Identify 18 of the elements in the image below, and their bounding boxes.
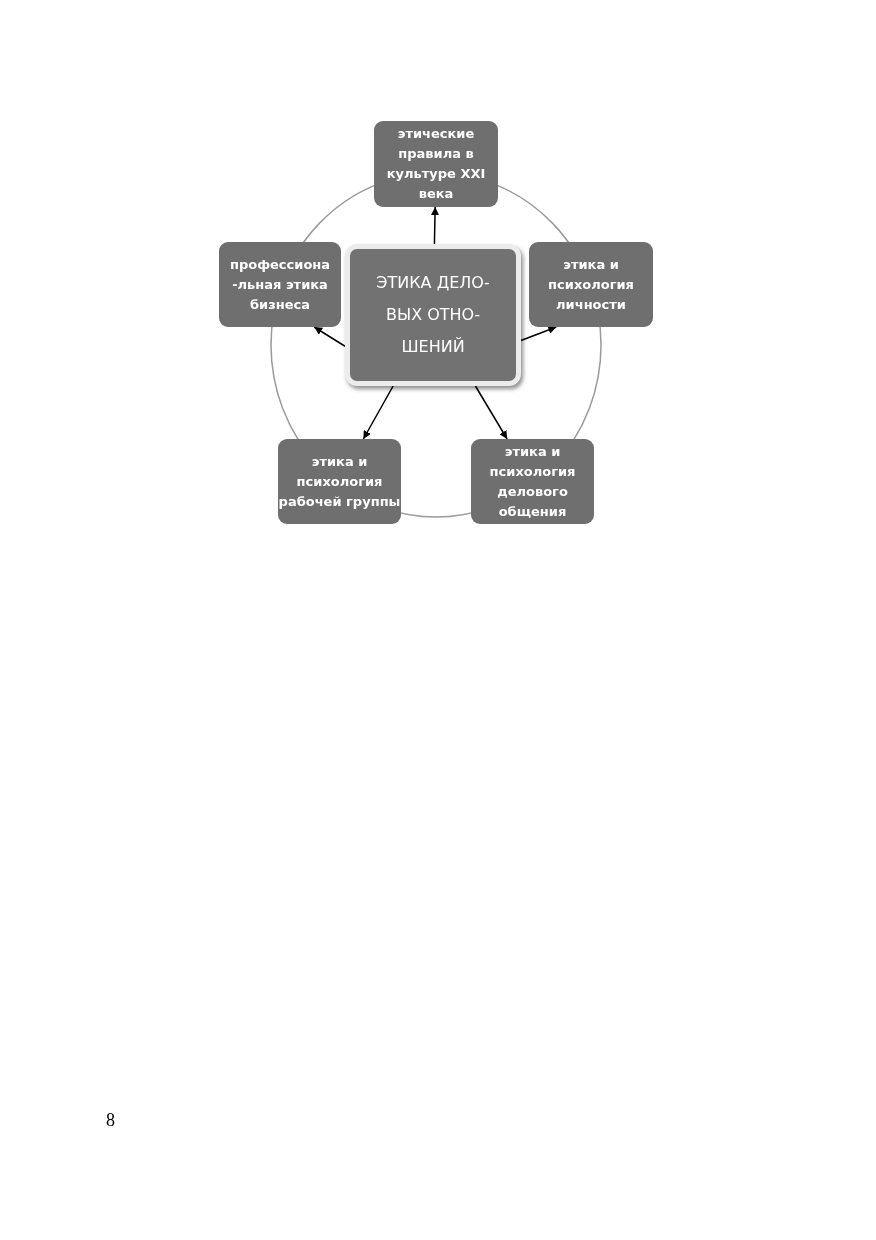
node-text: этика и психология личности [547, 255, 635, 314]
arrow [474, 385, 508, 440]
topic-box [471, 439, 594, 524]
page-number: 8 [106, 1110, 115, 1131]
node-text: этические правила в культуре XXI века [385, 125, 487, 203]
topic-box [529, 242, 653, 327]
arrow [431, 206, 439, 245]
arrow [313, 326, 346, 347]
arrow [520, 326, 558, 342]
arrow [362, 385, 394, 440]
node-text: этика и психология делового общения [488, 442, 577, 521]
node-text: этика и психология рабочей группы [278, 452, 401, 511]
node-text: профессиона -льная этика бизнеса [228, 255, 332, 314]
topic-box [219, 242, 341, 327]
topic-box [374, 121, 498, 207]
central-concept-box [345, 244, 521, 386]
node-text: ЭТИКА ДЕЛО- ВЫХ ОТНО- ШЕНИЙ [375, 272, 491, 358]
topic-box [278, 439, 401, 524]
